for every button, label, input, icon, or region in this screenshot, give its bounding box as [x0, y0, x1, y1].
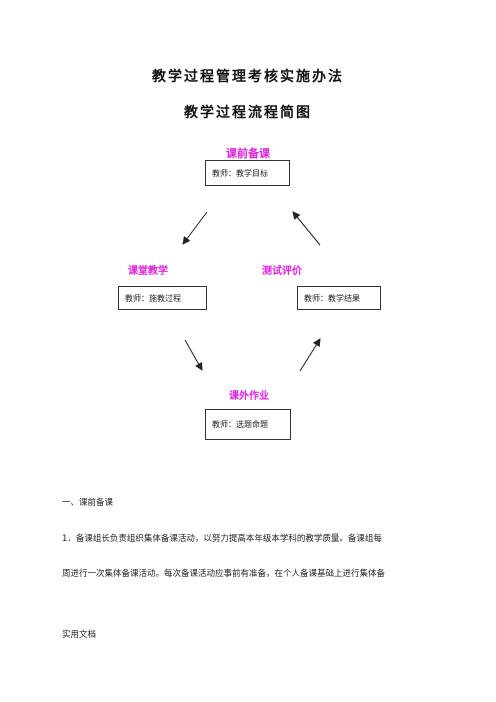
stage-label-homework: 课外作业	[229, 391, 269, 402]
paragraph-line-1: 1．备课组长负责组织集体备课活动，以努力提高本年级本学科的教学质量。备课组每	[62, 534, 382, 544]
stage-label-classroom: 课堂教学	[128, 266, 168, 277]
paragraph-line-2: 周进行一次集体备课活动。每次备课活动应事前有准备，在个人备课基础上进行集体备	[62, 569, 386, 579]
box-testing-text: 教师：教学结果	[304, 293, 360, 303]
box-homework-text: 教师：选题命题	[212, 420, 268, 429]
flowchart-title: 教学过程流程简图	[184, 105, 312, 121]
arrow-homework-to-testing	[299, 338, 321, 372]
box-pre-class-text: 教师：教学目标	[212, 168, 268, 178]
arrow-pre-to-classroom	[182, 211, 208, 245]
arrow-classroom-to-homework	[184, 339, 203, 371]
stage-label-testing: 测试评价	[262, 266, 302, 277]
box-pre-class: 教师：教学目标	[205, 160, 290, 186]
footer-text: 实用文档	[62, 630, 97, 640]
section-heading: 一、课前备课	[62, 498, 114, 508]
box-testing: 教师：教学结果	[297, 286, 381, 310]
stage-label-pre-class: 课前备课	[226, 147, 270, 160]
document-title: 教学过程管理考核实施办法	[152, 69, 344, 85]
box-classroom: 教师：施教过程	[118, 286, 207, 310]
arrow-testing-to-pre	[292, 211, 321, 246]
box-homework: 教师：选题命题	[205, 409, 291, 440]
box-classroom-text: 教师：施教过程	[125, 293, 181, 303]
